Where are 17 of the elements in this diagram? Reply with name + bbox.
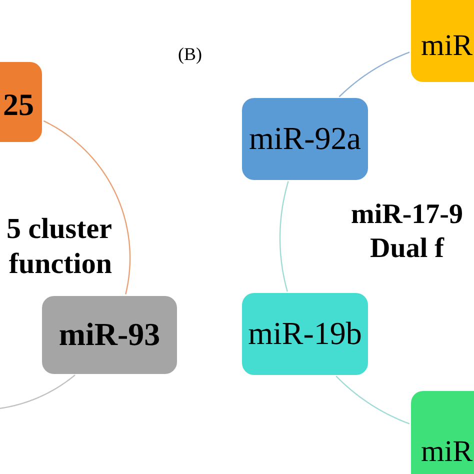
connector-arc [279, 181, 289, 292]
connector-arc [338, 52, 410, 98]
node-label: miR-92a [248, 119, 362, 158]
rounded-box [42, 296, 177, 374]
node-label: 25 [3, 86, 34, 124]
rounded-box [242, 293, 368, 375]
node-label: miR-19b [247, 314, 363, 353]
rounded-box [242, 98, 368, 180]
node-label: miR [421, 28, 473, 64]
node-label: miR-93 [58, 315, 162, 354]
center-title: 5 cluster function [6, 212, 112, 282]
connector-arc [336, 376, 410, 424]
node-label: miR [421, 434, 473, 470]
panel-label: (B) [178, 44, 202, 65]
connector-arc [0, 374, 76, 411]
connector-arc [43, 120, 131, 294]
center-title: miR-17-9 Dual f [350, 198, 464, 266]
